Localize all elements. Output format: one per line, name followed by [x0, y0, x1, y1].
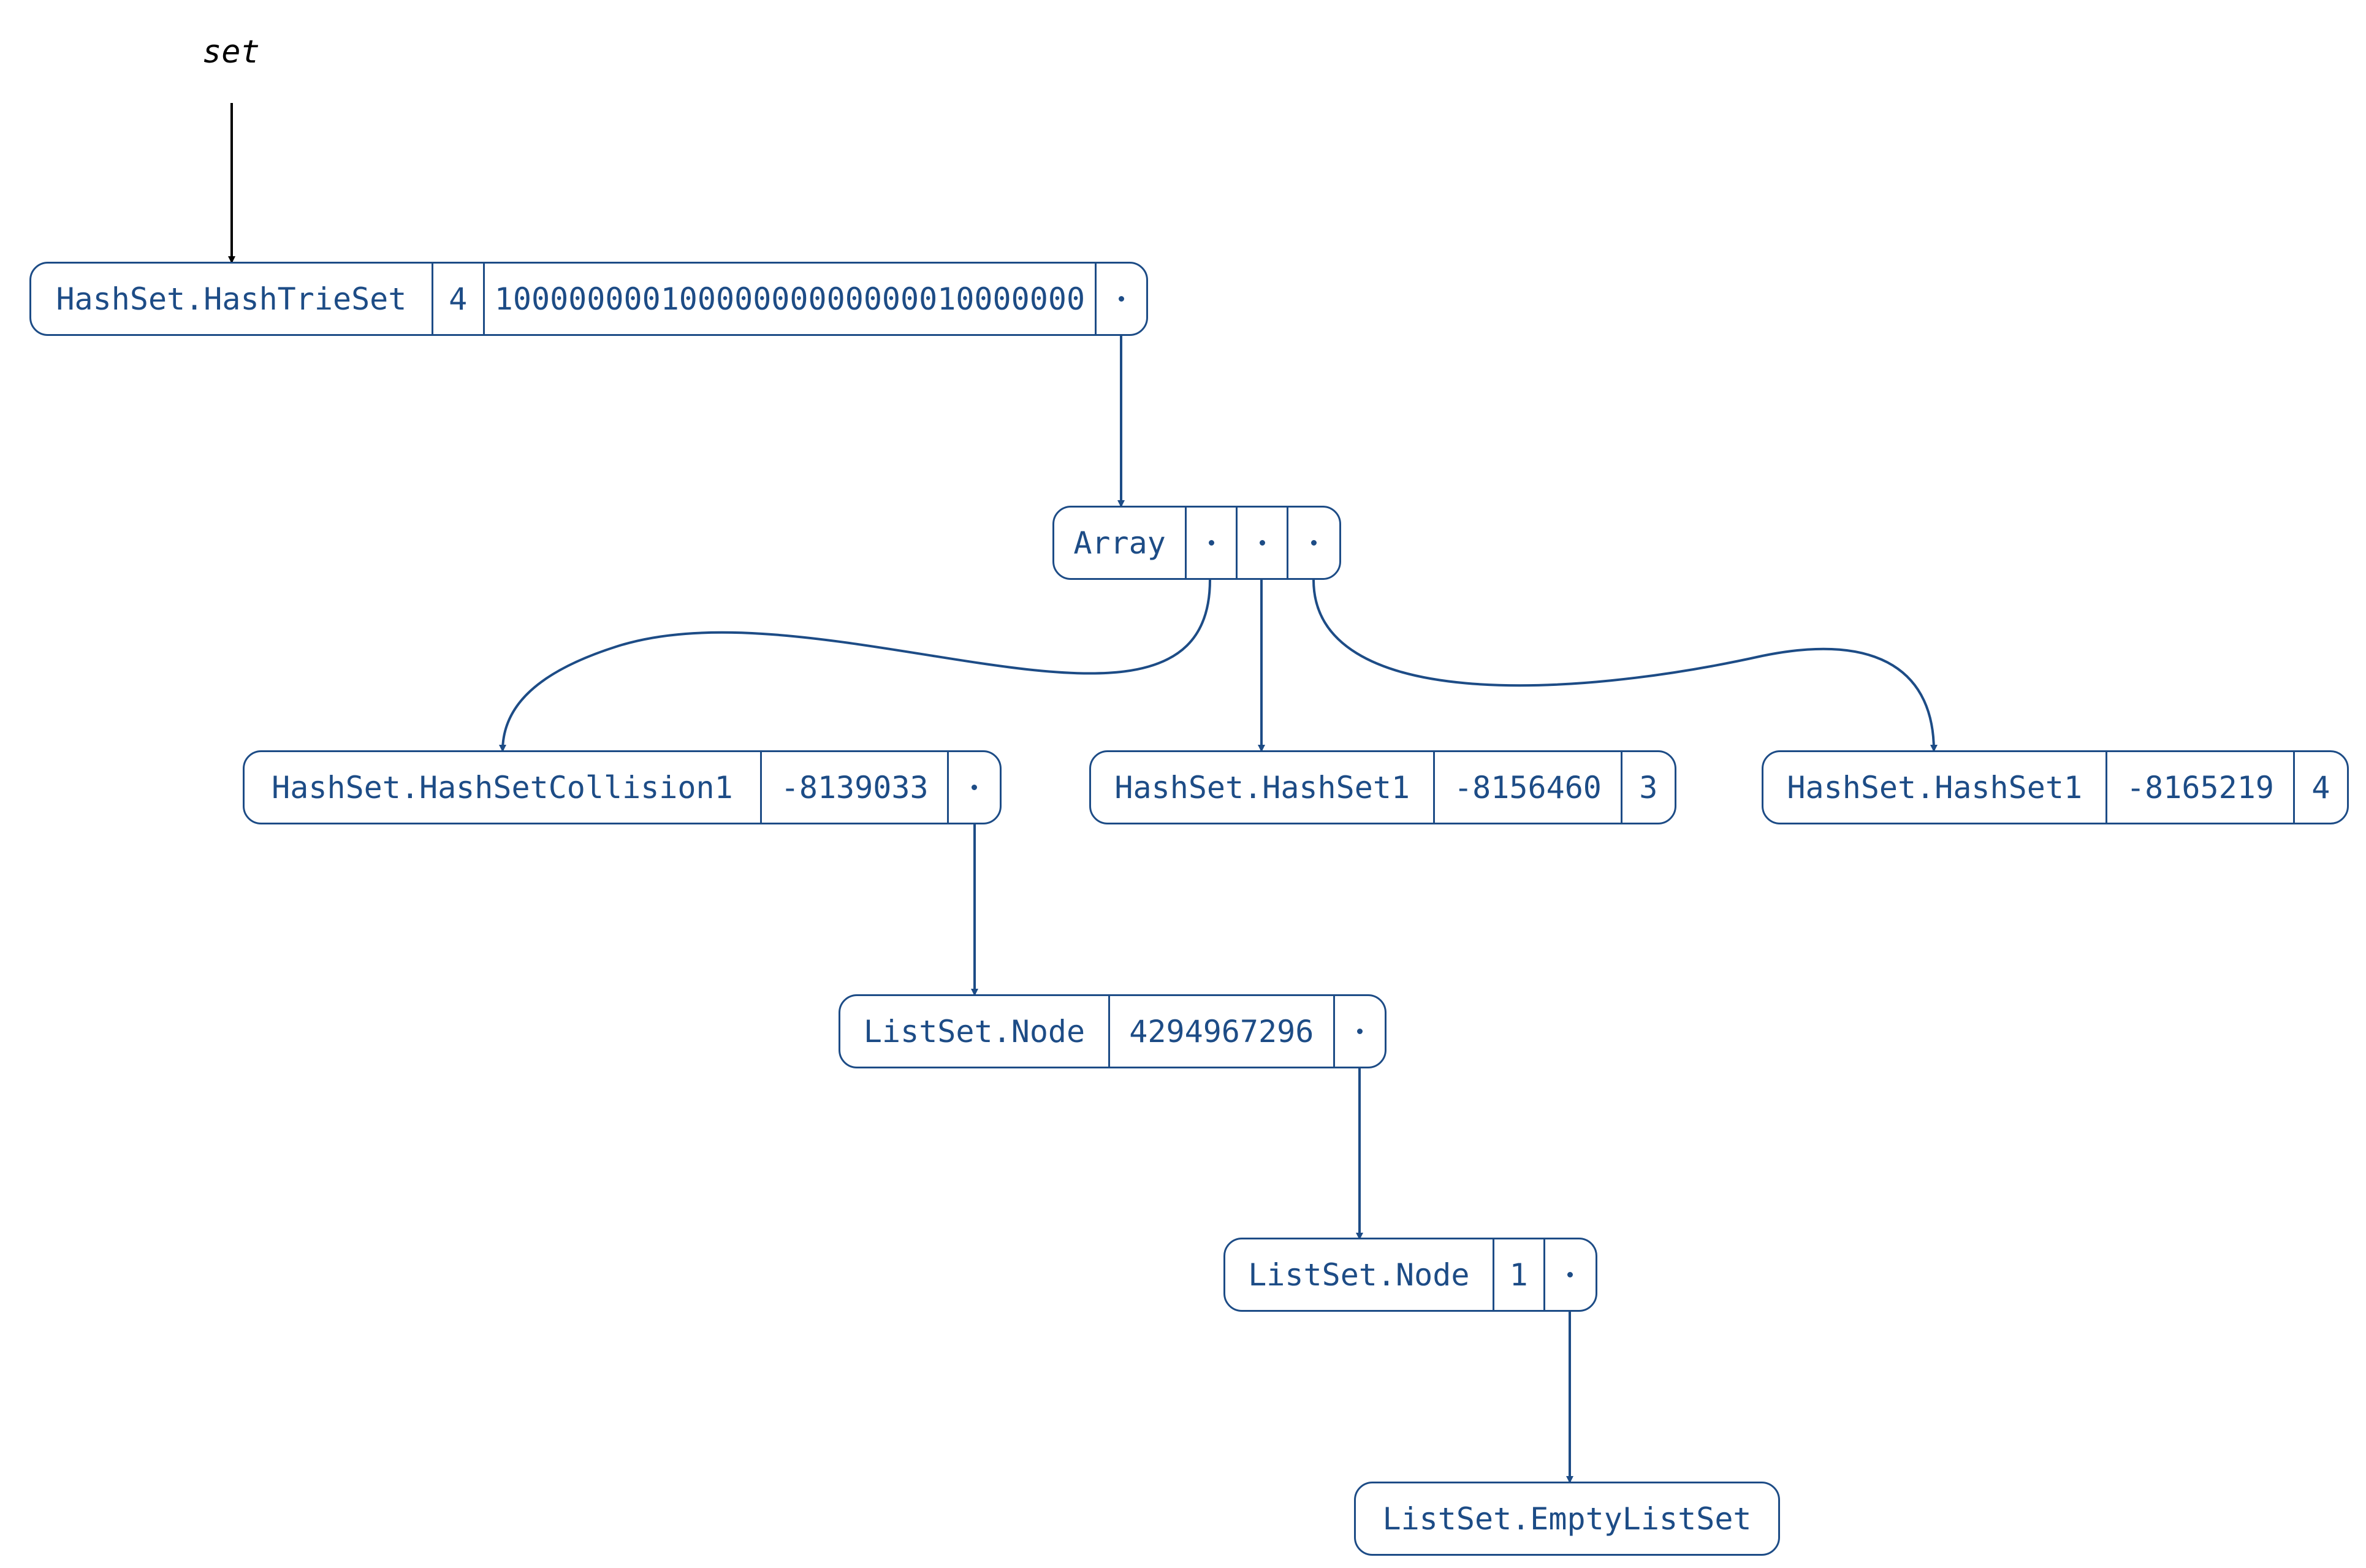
node-listset-node-1: ListSet.Node 4294967296	[839, 994, 1387, 1068]
pointer-dot-icon	[972, 785, 978, 790]
node-hashset1-a-key: 3	[1620, 752, 1675, 823]
node-listnode-1-value: 4294967296	[1108, 996, 1333, 1067]
node-listset-node-2: ListSet.Node 1	[1223, 1238, 1597, 1312]
node-array: Array	[1052, 506, 1341, 580]
pointer-dot-icon	[1208, 540, 1214, 546]
pointer-dot-icon	[1311, 540, 1317, 546]
node-hashtrieset-type: HashSet.HashTrieSet	[56, 281, 407, 317]
node-array-slot-3	[1287, 508, 1339, 578]
edge-array-to-collision	[499, 579, 1211, 752]
node-hashtrieset-bitmap: 10000000010000000000000010000000	[482, 264, 1095, 334]
node-hashsetcollision1: HashSet.HashSetCollision1 -8139033	[243, 750, 1002, 824]
node-array-type: Array	[1073, 525, 1166, 561]
node-array-slot-1	[1185, 508, 1236, 578]
node-emptylistset: ListSet.EmptyListSet	[1354, 1482, 1780, 1556]
node-hashset1-b-hash: -8165219	[2105, 752, 2292, 823]
node-listnode-1-type: ListSet.Node	[863, 1013, 1086, 1049]
node-hashtrieset-size: 4	[431, 264, 483, 334]
node-collision-hash: -8139033	[759, 752, 948, 823]
node-hashset1-b-key: 4	[2292, 752, 2347, 823]
node-hashset1-b-type: HashSet.HashSet1	[1787, 769, 2083, 805]
node-hashset1-a: HashSet.HashSet1 -8156460 3	[1089, 750, 1676, 824]
node-listnode-2-type: ListSet.Node	[1248, 1257, 1470, 1293]
pointer-dot-icon	[1567, 1272, 1573, 1277]
edge-array-to-hashset1-b	[1312, 579, 1938, 752]
node-array-slot-2	[1236, 508, 1287, 578]
node-hashtrieset: HashSet.HashTrieSet 4 100000000100000000…	[29, 262, 1148, 336]
root-variable-label: set	[202, 34, 260, 70]
node-listnode-2-pointer	[1543, 1239, 1596, 1310]
node-emptylist-type: ListSet.EmptyListSet	[1382, 1501, 1752, 1537]
node-listnode-2-value: 1	[1492, 1239, 1543, 1310]
node-listnode-1-pointer	[1333, 996, 1385, 1067]
pointer-dot-icon	[1259, 540, 1265, 546]
pointer-dot-icon	[1119, 296, 1125, 302]
node-hashset1-a-type: HashSet.HashSet1	[1114, 769, 1410, 805]
node-collision-pointer	[947, 752, 1000, 823]
node-collision-type: HashSet.HashSetCollision1	[272, 769, 733, 805]
pointer-dot-icon	[1356, 1029, 1363, 1034]
node-hashset1-a-hash: -8156460	[1433, 752, 1620, 823]
node-hashset1-b: HashSet.HashSet1 -8165219 4	[1762, 750, 2349, 824]
node-hashtrieset-pointer	[1095, 264, 1146, 334]
